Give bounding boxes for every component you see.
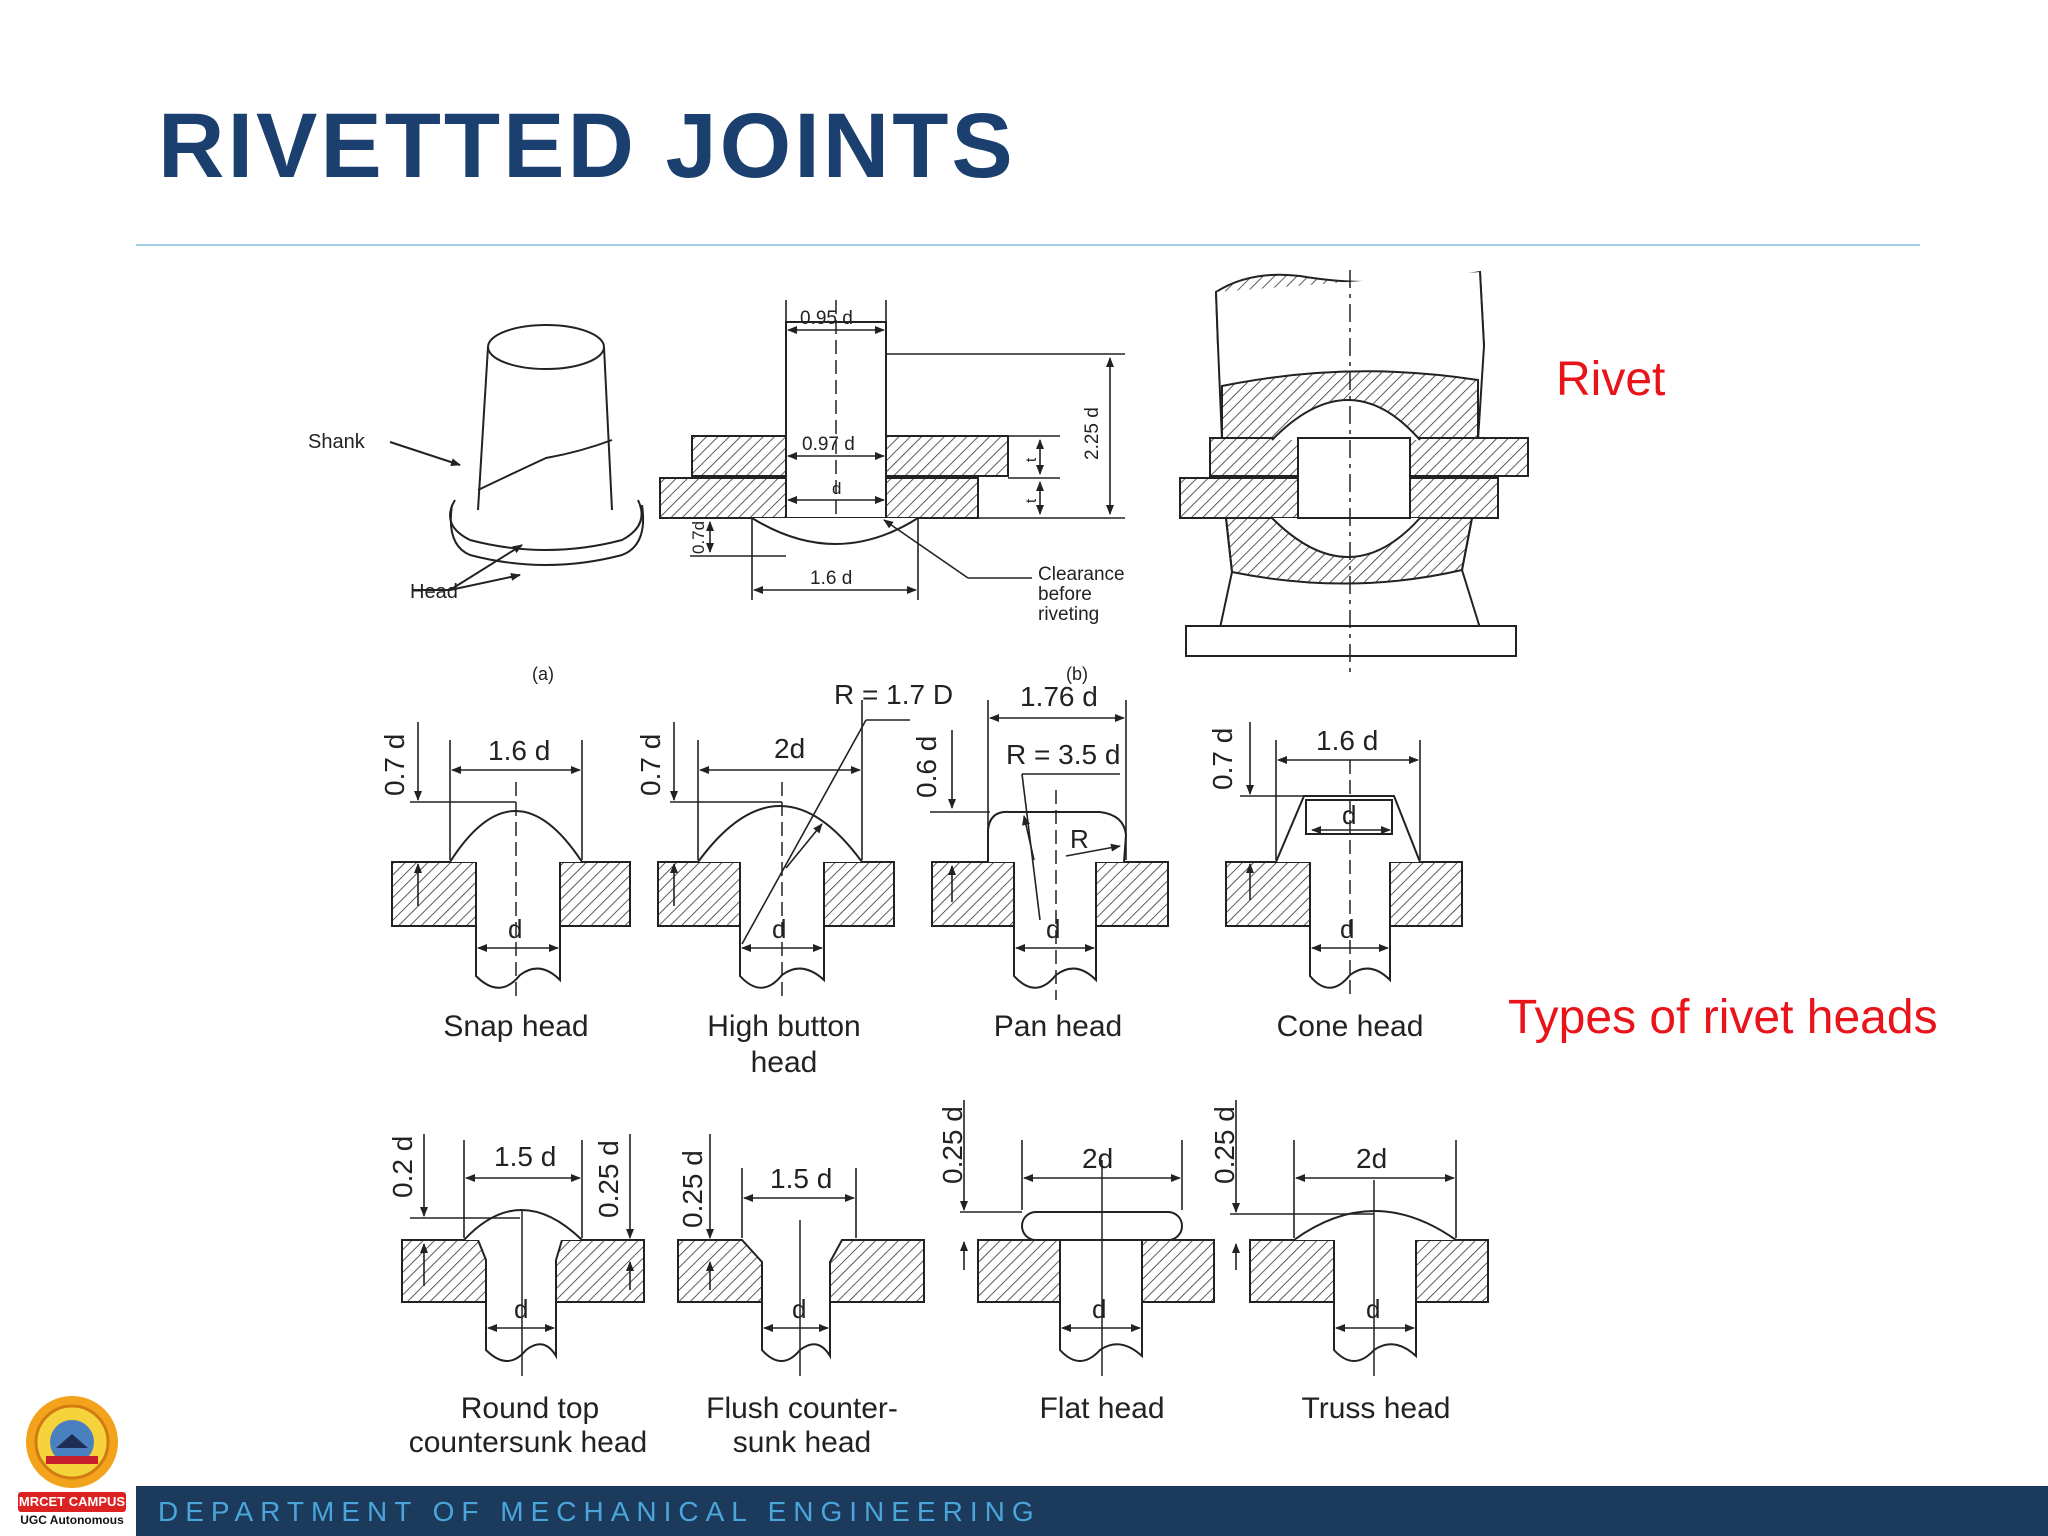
page-title: RIVETTED JOINTS bbox=[158, 95, 1016, 197]
fig-b-label: (b) bbox=[1066, 664, 1088, 684]
rivet-section bbox=[659, 300, 1009, 545]
pan-height-dim: 0.6 d bbox=[911, 736, 942, 798]
rivet-head-types-row1 bbox=[391, 760, 1463, 1000]
dim-t1: t bbox=[1023, 457, 1040, 462]
dim-095d: 0.95 d bbox=[800, 308, 853, 329]
highbutton-d-dim: d bbox=[772, 914, 786, 944]
sun-emblem-icon bbox=[26, 1396, 118, 1488]
dim-07d: 0.7d bbox=[689, 521, 708, 554]
rivet-label: Rivet bbox=[1556, 353, 1666, 406]
flat-width-dim: 2d bbox=[1082, 1143, 1113, 1174]
snap-width-dim: 1.6 d bbox=[488, 735, 550, 766]
department-name: DEPARTMENT OF MECHANICAL ENGINEERING bbox=[158, 1496, 1041, 1527]
round-top-caption-2: countersunk head bbox=[409, 1426, 648, 1459]
flat-head-caption: Flat head bbox=[1039, 1392, 1164, 1425]
highbutton-radius-dim: R = 1.7 D bbox=[834, 679, 953, 710]
head-label: Head bbox=[410, 581, 458, 603]
rivet-head-types-label: Types of rivet heads bbox=[1508, 991, 1938, 1044]
autonomous-label: UGC Autonomous bbox=[20, 1513, 124, 1527]
flat-height-dim: 0.25 d bbox=[937, 1106, 968, 1184]
pan-radius-dim: R = 3.5 d bbox=[1006, 739, 1120, 770]
footer-bar: DEPARTMENT OF MECHANICAL ENGINEERING bbox=[136, 1486, 2048, 1536]
flush-height-dim: 0.25 d bbox=[677, 1150, 708, 1228]
college-logo: MRCET CAMPUS UGC Autonomous bbox=[16, 1388, 128, 1528]
flush-countersunk-caption: Flush counter- bbox=[706, 1392, 898, 1425]
cone-head-caption: Cone head bbox=[1277, 1010, 1424, 1043]
pan-d-dim: d bbox=[1046, 914, 1060, 944]
clearance-label: Clearance bbox=[1038, 564, 1125, 585]
pan-head-caption: Pan head bbox=[994, 1010, 1122, 1043]
roundtop-width-dim: 1.5 d bbox=[494, 1141, 556, 1172]
flush-d-dim: d bbox=[792, 1294, 806, 1324]
snap-height-dim: 0.7 d bbox=[379, 734, 410, 796]
pan-r-dim: R bbox=[1070, 824, 1089, 854]
roundtop-height-dim: 0.2 d bbox=[387, 1136, 418, 1198]
dim-t2: t bbox=[1023, 498, 1040, 503]
truss-height-dim: 0.25 d bbox=[1209, 1106, 1240, 1184]
snap-head-caption: Snap head bbox=[443, 1010, 588, 1043]
dim-d: d bbox=[832, 479, 841, 498]
dim-16d: 1.6 d bbox=[810, 568, 852, 589]
cone-width-dim: 1.6 d bbox=[1316, 725, 1378, 756]
cone-d-top-dim: d bbox=[1342, 800, 1356, 830]
flat-d-dim: d bbox=[1092, 1294, 1106, 1324]
rivet-head-types-row2 bbox=[401, 1160, 1489, 1376]
pan-width-dim: 1.76 d bbox=[1020, 681, 1098, 712]
title-divider bbox=[136, 244, 1920, 246]
fig-a-label: (a) bbox=[532, 664, 554, 684]
round-top-caption: Round top bbox=[461, 1392, 599, 1425]
dim-097d: 0.97 d bbox=[802, 434, 855, 455]
roundtop-d-dim: d bbox=[514, 1294, 528, 1324]
campus-banner: MRCET CAMPUS bbox=[18, 1492, 126, 1512]
truss-width-dim: 2d bbox=[1356, 1143, 1387, 1174]
shank-label: Shank bbox=[308, 431, 366, 453]
high-button-head-caption-2: head bbox=[751, 1046, 818, 1079]
riveting-press bbox=[1179, 270, 1529, 672]
cone-d-dim: d bbox=[1340, 914, 1354, 944]
high-button-head-caption: High button bbox=[707, 1010, 860, 1043]
rivet-isometric bbox=[389, 324, 644, 591]
truss-head-caption: Truss head bbox=[1302, 1392, 1451, 1425]
roundtop-height-dim-2: 0.25 d bbox=[593, 1140, 624, 1218]
snap-d-dim: d bbox=[508, 914, 522, 944]
highbutton-height-dim: 0.7 d bbox=[635, 734, 666, 796]
highbutton-width-dim: 2d bbox=[774, 733, 805, 764]
flush-countersunk-caption-2: sunk head bbox=[733, 1426, 871, 1459]
flush-width-dim: 1.5 d bbox=[770, 1163, 832, 1194]
before-label: before bbox=[1038, 584, 1092, 605]
truss-d-dim: d bbox=[1366, 1294, 1380, 1324]
cone-height-dim: 0.7 d bbox=[1207, 728, 1238, 790]
riveting-label: riveting bbox=[1038, 604, 1099, 625]
dim-225d: 2.25 d bbox=[1082, 407, 1103, 460]
